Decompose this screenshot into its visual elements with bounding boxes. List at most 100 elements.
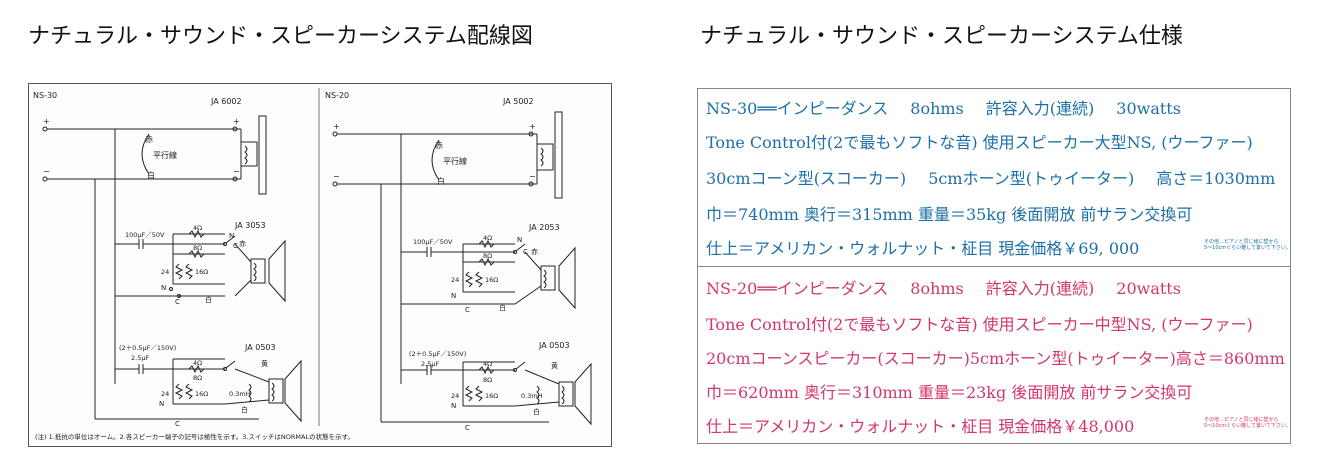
ns20-parallel-label: 平行線 xyxy=(443,156,467,166)
ns30-spec-line-5: 仕上＝アメリカン・ウォルナット・柾目 現金価格￥69, 000 xyxy=(706,239,1140,258)
ns20-plus-label: + xyxy=(333,122,340,131)
ns20-r4-label: 4Ω xyxy=(483,234,492,242)
ns20-t-r16-label: 16Ω xyxy=(485,392,498,400)
ns20-red-label: 赤 xyxy=(435,141,443,150)
ns30-mid-c-label: C xyxy=(175,298,180,306)
ns20-note-line-2: 5〜10cmぐらい離して置いて下さい。 xyxy=(1204,423,1291,429)
ns20-woofer-label: JA 5002 xyxy=(502,97,534,106)
ns30-squawker-label: JA 3053 xyxy=(234,221,266,230)
ns20-impedance-value: 8ohms xyxy=(910,279,964,298)
ns20-cap-high-label: (2＋0.5μF／150V) xyxy=(409,350,466,358)
ns30-plus-label: + xyxy=(43,117,50,126)
ns20-n-label: N xyxy=(517,236,522,244)
ns30-woofer-plus: + xyxy=(233,117,240,126)
ns30-inductor-label: 0.3mH xyxy=(229,390,251,398)
ns20-r16-label: 16Ω xyxy=(485,276,498,284)
ns30-impedance-value: 8ohms xyxy=(910,99,964,118)
ns30-t-r24-label: 24 xyxy=(161,390,169,398)
ns30-woofer-label: JA 6002 xyxy=(210,97,242,106)
ns20-spec-line-1: NS-20══インピーダンス 8ohms 許容入力(連続) 20watts xyxy=(706,275,1181,299)
ns20-inductor-label: 0.3mH xyxy=(521,392,543,400)
ns20-t-r4-label: 4Ω xyxy=(483,360,492,368)
ns30-spec-line-4: 巾＝740mm 奥行＝315mm 重量＝35kg 後面開放 前サラン交換可 xyxy=(706,205,1193,224)
ns20-model-label: NS-20 xyxy=(325,91,349,100)
ns20-squawker-label: JA 2053 xyxy=(528,223,560,232)
ns20-spec-line-2: Tone Control付(2で最もソフトな音) 使用スピーカー中型NS, (ウ… xyxy=(706,315,1253,334)
ns20-spec-line-3: 20cmコーンスピーカー(スコーカー)5cmホーン型(トゥイーター)高さ＝860… xyxy=(706,349,1285,368)
ns20-mid-n-label: N xyxy=(451,292,456,300)
ns20-spec-line-4: 巾＝620mm 奥行＝310mm 重量＝23kg 後面開放 前サラン交換可 xyxy=(706,383,1193,402)
ns30-spec-panel: NS-30══インピーダンス 8ohms 許容入力(連続) 30watts Tone … xyxy=(697,88,1291,268)
ns20-cap-high2-label: 2.5μF xyxy=(421,360,439,368)
ns20-note-line-1: その他…ピアノと同じ様に壁から xyxy=(1204,417,1279,423)
ns20-cap-mid-label: 100μF／50V xyxy=(413,238,453,246)
ns30-r16-label: 16Ω xyxy=(195,268,208,276)
specifications-title: ナチュラル・サウンド・スピーカーシステム仕様 xyxy=(700,24,1183,49)
diagram-footnote: (注) 1.抵抗の単位はオーム。2.各スピーカー端子の記号は極性を示す。3.スイ… xyxy=(35,432,354,441)
ns30-cap-mid-label: 100μF／50V xyxy=(125,231,165,239)
ns30-parallel-label: 平行線 xyxy=(153,150,177,160)
ns20-t-white-label: 白 xyxy=(533,407,540,416)
ns20-input-label: 許容入力(連続) xyxy=(985,279,1095,298)
ns20-yellow-label: 黄 xyxy=(551,361,558,370)
ns20-spec-panel: NS-20══インピーダンス 8ohms 許容入力(連続) 20watts Tone … xyxy=(697,266,1291,444)
ns20-t-c-label: C xyxy=(465,424,470,432)
ns30-yellow-label: 黄 xyxy=(261,359,268,368)
ns20-input-value: 20watts xyxy=(1116,279,1181,298)
ns30-tweeter-label: JA 0503 xyxy=(244,343,276,352)
ns30-red-label: 赤 xyxy=(145,135,153,144)
ns30-mid-n-label: N xyxy=(161,284,166,292)
ns30-input-value: 30watts xyxy=(1116,99,1181,118)
ns20-r8-label: 8Ω xyxy=(483,252,492,260)
ns30-t-white-label: 白 xyxy=(241,405,248,414)
ns30-model-label: NS-30 xyxy=(33,91,57,100)
ns30-tweeter-spec: 5cmホーン型(トゥイーター) xyxy=(928,169,1135,188)
ns30-n-label: N xyxy=(229,232,234,240)
ns30-height-spec: 高さ＝1030mm xyxy=(1156,169,1276,188)
ns30-placement-note: その他…ピアノと同じ様に壁から 5〜10cmぐらい離して置いて下さい。 xyxy=(1204,239,1291,251)
ns30-spec-line-3: 30cmコーン型(スコーカー) 5cmホーン型(トゥイーター) 高さ＝1030mm xyxy=(706,165,1275,189)
ns30-minus-label: − xyxy=(43,167,50,176)
ns30-r4-label: 4Ω xyxy=(193,224,202,232)
ns20-white-label: 白 xyxy=(437,176,445,186)
ns20-labels: NS-20 JA 5002 + − + − 赤 平行線 白 JA 2053 10… xyxy=(325,91,570,432)
ns20-mid-c-label: C xyxy=(465,306,470,314)
ns20-circuit xyxy=(332,111,592,426)
ns30-labels: NS-30 JA 6002 + − + − 赤 平行線 白 JA 3053 10… xyxy=(33,91,276,428)
ns20-woofer-minus: − xyxy=(529,172,536,181)
ns20-placement-note: その他…ピアノと同じ様に壁から 5〜10cmぐらい離して置いて下さい。 xyxy=(1204,417,1291,429)
ns30-r8-label: 8Ω xyxy=(193,244,202,252)
ns30-t-r4-label: 4Ω xyxy=(193,359,202,367)
ns20-minus-label: − xyxy=(333,172,340,181)
ns20-spec-line-5: 仕上＝アメリカン・ウォルナット・柾目 現金価格￥48,000 xyxy=(706,417,1135,436)
ns20-t-n-label: N xyxy=(451,402,456,410)
ns20-tweeter-label: JA 0503 xyxy=(538,341,570,350)
wiring-diagram-panel: NS-30 JA 6002 + − + − 赤 平行線 白 JA 3053 10… xyxy=(28,83,612,447)
ns30-input-label: 許容入力(連続) xyxy=(985,99,1095,118)
ns30-cap-high-label: (2＋0.5μF／150V) xyxy=(119,344,176,352)
ns30-t-c-label: C xyxy=(175,420,180,428)
ns20-t-r8-label: 8Ω xyxy=(483,376,492,384)
ns30-woofer-minus: − xyxy=(233,167,240,176)
wiring-diagram-title: ナチュラル・サウンド・スピーカーシステム配線図 xyxy=(28,24,533,49)
ns20-r24-label: 24 xyxy=(451,276,459,284)
ns30-cap-high2-label: 2.5μF xyxy=(131,354,149,362)
ns30-note-line-1: その他…ピアノと同じ様に壁から xyxy=(1204,239,1279,245)
ns30-note-line-2: 5〜10cmぐらい離して置いて下さい。 xyxy=(1204,245,1291,251)
ns30-circuit xyxy=(42,115,302,423)
ns30-c-label: C xyxy=(233,242,238,250)
ns30-t-r8-label: 8Ω xyxy=(193,374,202,382)
ns30-t-n-label: N xyxy=(159,400,164,408)
ns30-spec-line-2: Tone Control付(2で最もソフトな音) 使用スピーカー大型NS, (ウ… xyxy=(706,133,1253,152)
ns20-woofer-plus: + xyxy=(529,122,536,131)
ns20-impedance-label: NS-20══インピーダンス xyxy=(706,279,889,298)
ns20-mid-white-label: 白 xyxy=(499,303,506,312)
ns30-impedance-label: NS-30══インピーダンス xyxy=(706,99,889,118)
ns30-mid-white-label: 白 xyxy=(205,295,212,304)
ns30-t-r16-label: 16Ω xyxy=(195,390,208,398)
ns30-spec-line-1: NS-30══インピーダンス 8ohms 許容入力(連続) 30watts xyxy=(706,95,1181,119)
ns20-t-r24-label: 24 xyxy=(451,392,459,400)
ns30-squawker-spec: 30cmコーン型(スコーカー) xyxy=(706,169,907,188)
ns30-white-label: 白 xyxy=(147,170,155,180)
ns30-mid-red-label: 赤 xyxy=(239,240,246,248)
